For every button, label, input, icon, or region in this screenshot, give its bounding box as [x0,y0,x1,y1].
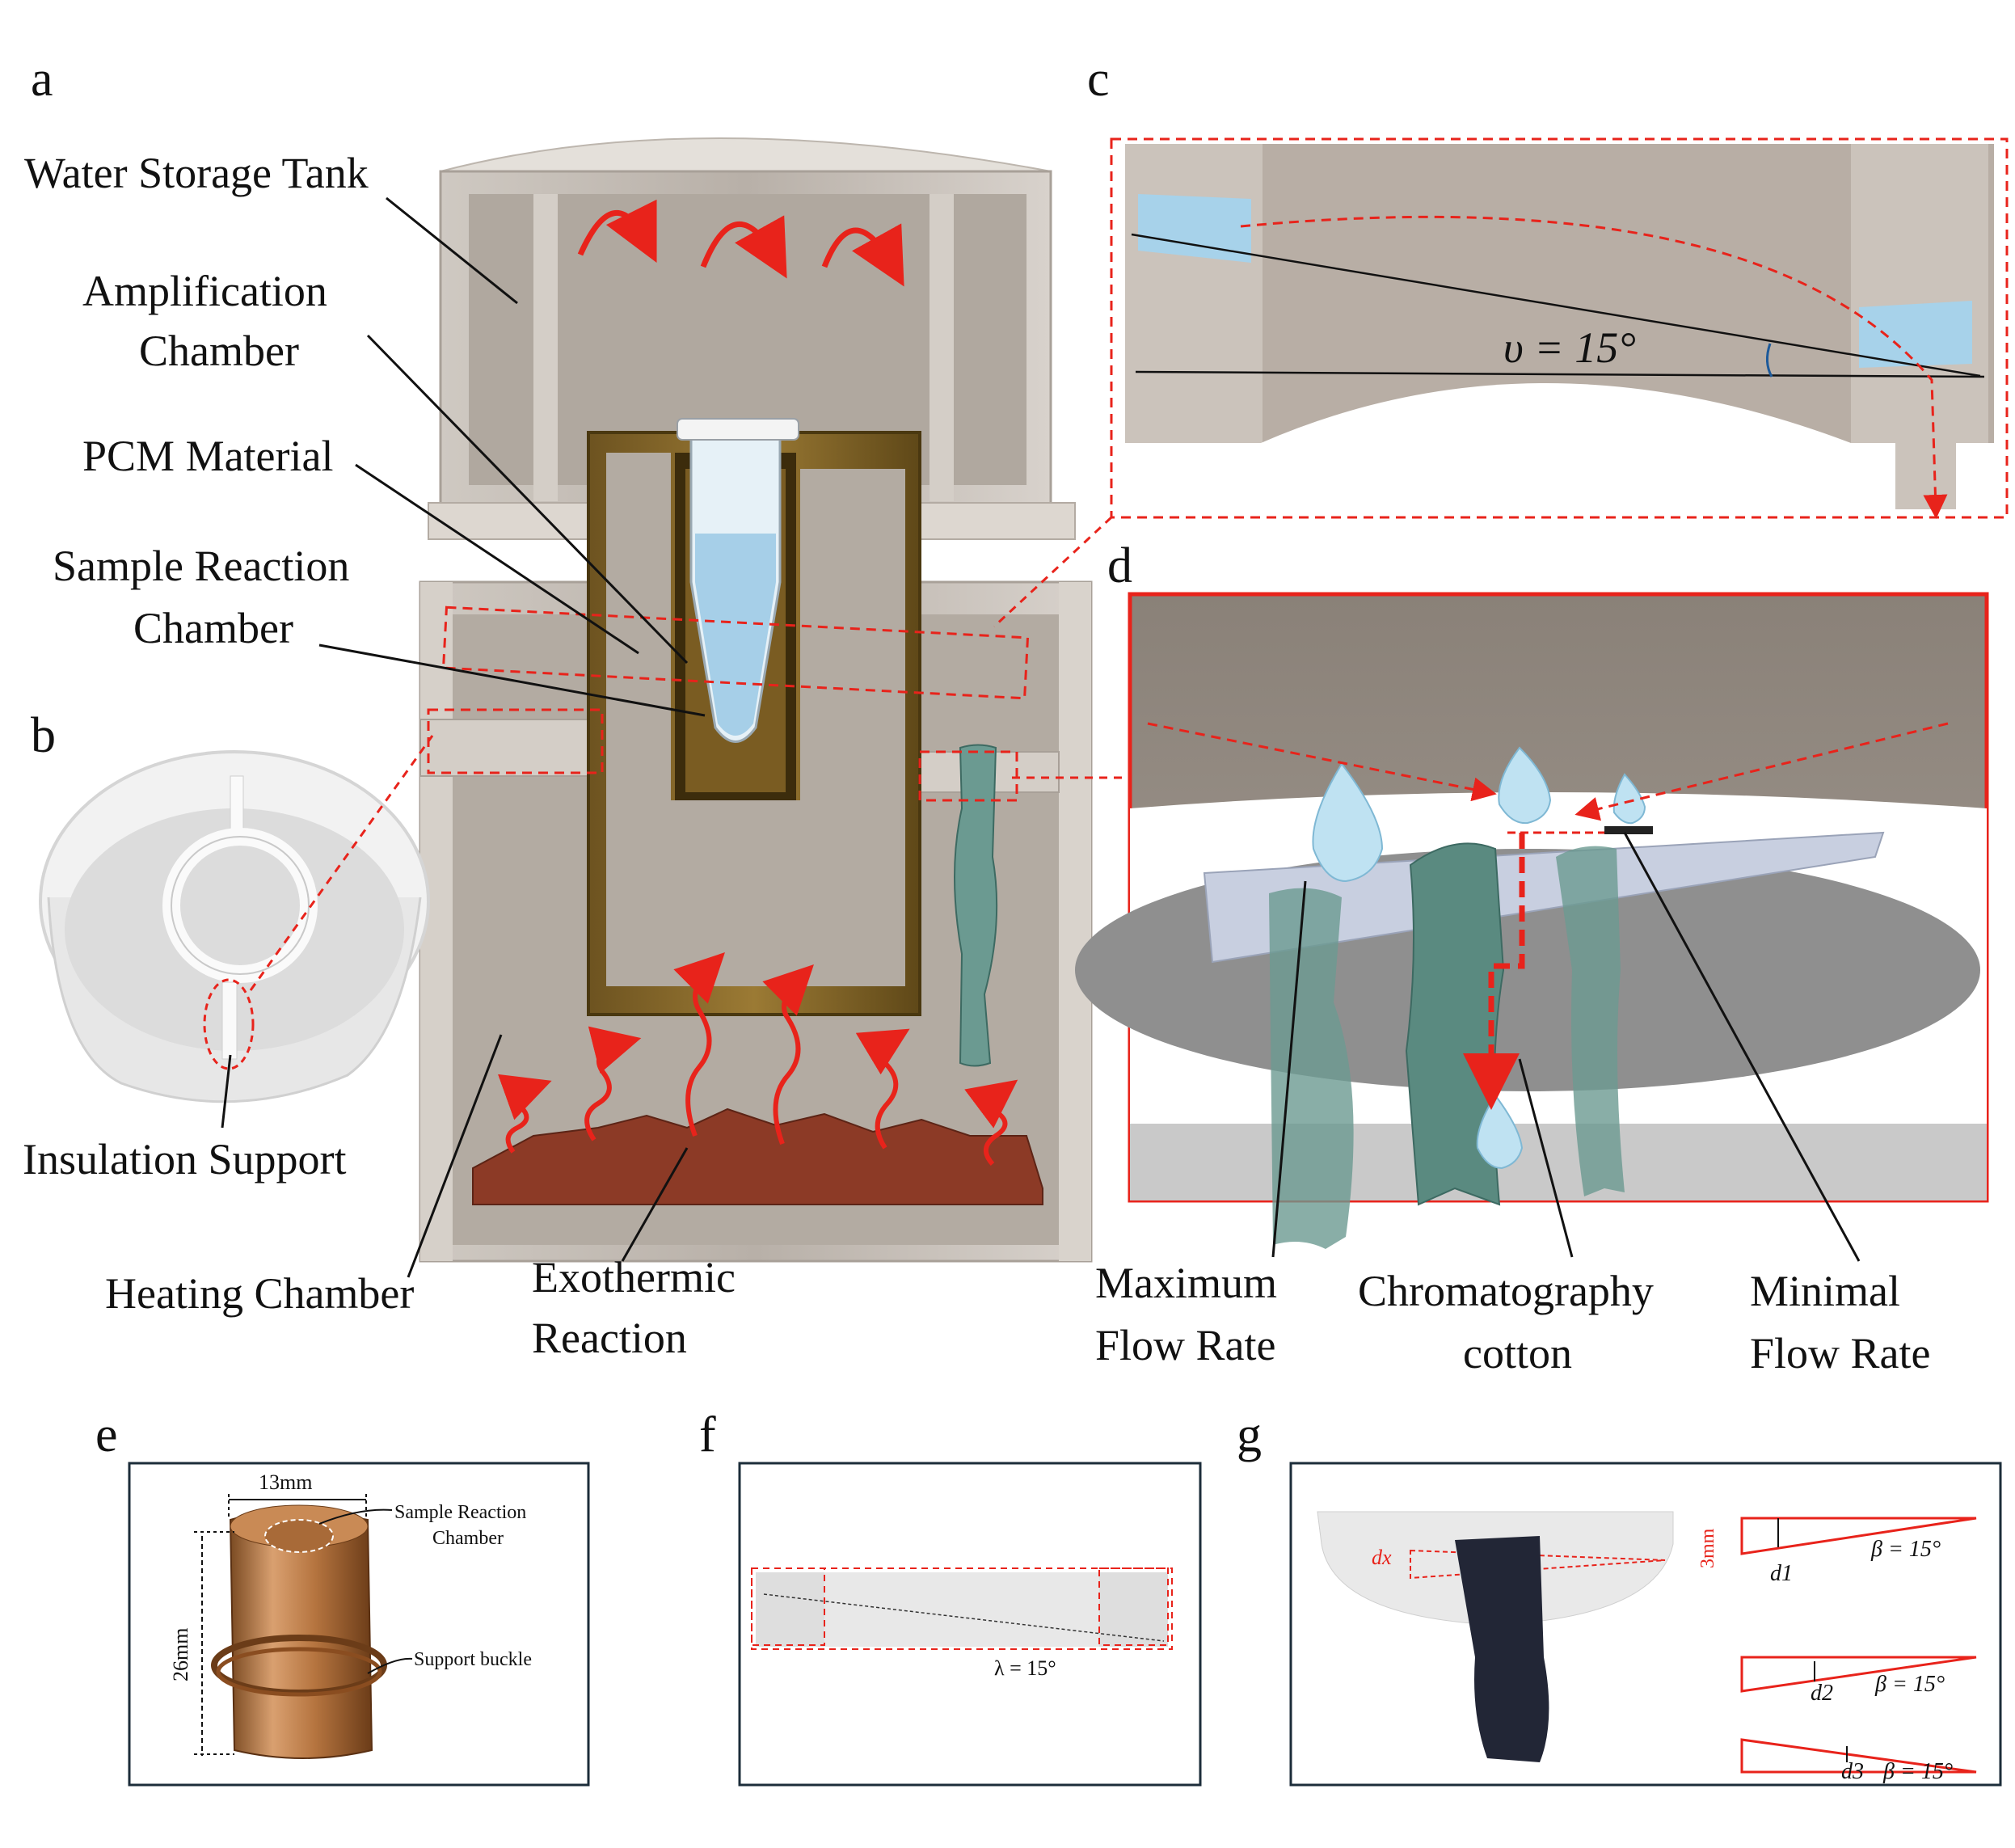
label-sample-reaction-chamber-line2: Chamber [133,604,293,652]
panel-letter-a: a [31,52,53,107]
cotton-depth-photo [1289,1462,2002,1787]
panel-letter-b: b [31,708,56,763]
label-support-buckle: Support buckle [414,1649,532,1670]
label-e-sample-reaction-line1: Sample Reaction [394,1502,526,1523]
leader-lines-a [318,196,706,1278]
insulation-support-photo [39,735,434,1103]
device-cross-section [419,137,1093,1263]
label-upsilon-angle: υ = 15° [1503,323,1636,372]
label-exothermic-line1: Exothermic [532,1253,736,1302]
label-beta-1: β = 15° [1870,1537,1941,1562]
label-d1: d1 [1770,1561,1793,1586]
copper-chamber-photo [128,1462,590,1787]
label-d3: d3 [1841,1759,1864,1784]
label-amplification-chamber-line1: Amplification [82,267,327,315]
label-heating-chamber: Heating Chamber [105,1269,414,1318]
label-exothermic-line2: Reaction [532,1314,687,1362]
label-chromatography-cotton-line1: Chromatography [1358,1267,1654,1315]
label-insulation-support: Insulation Support [23,1135,347,1183]
panel-letter-c: c [1087,52,1110,107]
label-chromatography-cotton-line2: cotton [1463,1329,1572,1378]
label-pcm-material: PCM Material [82,432,333,480]
label-maximum-flow-rate-line1: Maximum [1095,1259,1277,1307]
label-amplification-chamber-line2: Chamber [139,327,299,375]
cotton-flow-detail [1012,592,1989,1249]
label-sample-reaction-chamber-line1: Sample Reaction [53,542,349,590]
panel-letter-g: g [1237,1407,1262,1462]
label-26mm: 26mm [169,1628,192,1681]
panel-letter-d: d [1107,538,1132,593]
label-maximum-flow-rate-line2: Flow Rate [1095,1321,1276,1369]
label-3mm: 3mm [1697,1528,1718,1568]
label-beta-2: β = 15° [1874,1672,1945,1697]
label-dx: dx [1372,1546,1392,1569]
tilt-test-photo [738,1462,1202,1787]
label-d2: d2 [1811,1681,1833,1706]
label-water-storage-tank: Water Storage Tank [24,149,369,197]
leader-lines-d [1271,832,1861,1262]
label-beta-3: β = 15° [1882,1759,1953,1784]
label-minimal-flow-rate-line2: Flow Rate [1750,1329,1931,1378]
label-lambda-angle: λ = 15° [994,1656,1056,1680]
label-e-sample-reaction-line2: Chamber [432,1528,504,1549]
panel-letter-f: f [699,1407,716,1462]
panel-letter-e: e [95,1407,118,1462]
tilted-tank-detail [993,137,2009,628]
label-minimal-flow-rate-line1: Minimal [1750,1267,1900,1315]
label-13mm: 13mm [259,1470,312,1494]
